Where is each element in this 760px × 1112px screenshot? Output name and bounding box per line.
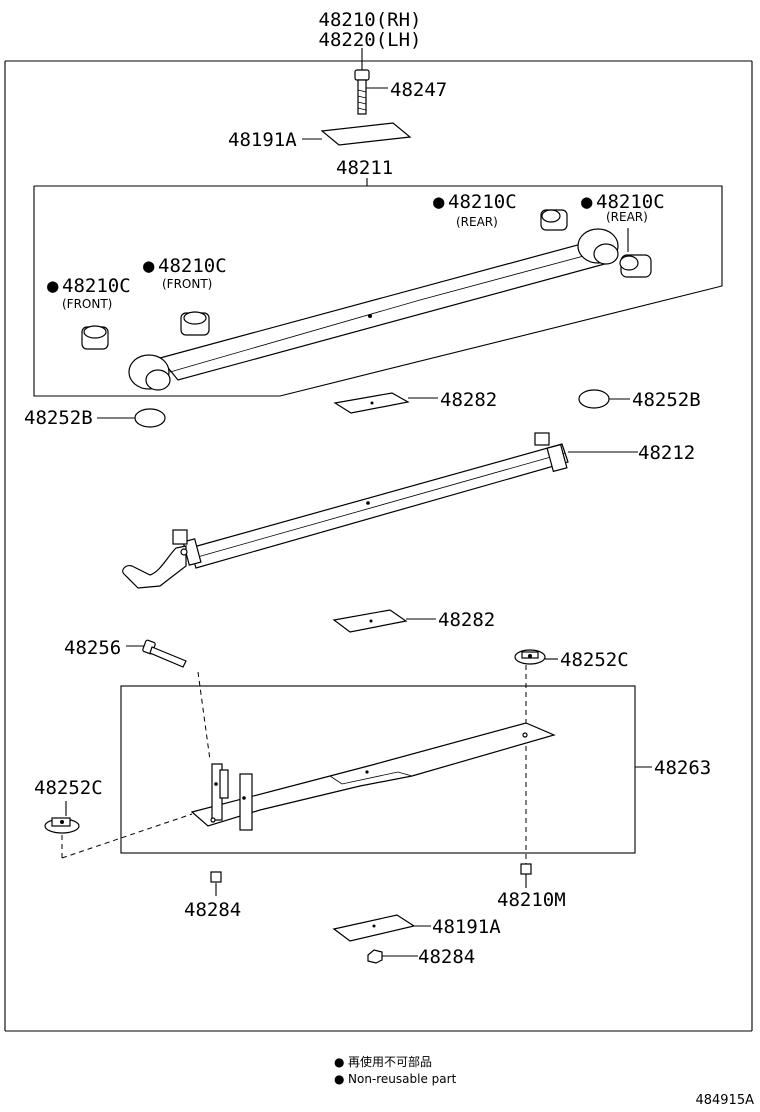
label-48282-upper: 48282 — [440, 389, 497, 411]
sublabel-front-1: (FRONT) — [62, 297, 112, 311]
label-48284-left: 48284 — [184, 899, 241, 921]
legend-bullet: ● — [334, 1055, 344, 1069]
plate-48191a-top-icon — [302, 122, 412, 146]
label-48252b-right: 48252B — [632, 389, 701, 411]
label-48210c-front-1: 48210C — [62, 275, 131, 297]
bolt-48247-icon — [354, 48, 388, 115]
bolt-48256-icon — [126, 639, 211, 761]
subassembly-frame-48263 — [120, 685, 636, 854]
legend-english: Non-reusable part — [348, 1072, 457, 1086]
sublabel-front-2: (FRONT) — [162, 277, 212, 291]
legend-bullet: ● — [334, 1072, 344, 1086]
label-48282-lower: 48282 — [438, 609, 495, 631]
legend-japanese: 再使用不可部品 — [348, 1054, 432, 1069]
label-48210c-front-2: 48210C — [158, 255, 227, 277]
bushing-front-1-icon — [81, 325, 109, 350]
insert-48282-lower-icon — [332, 609, 436, 633]
part-number-rh: 48210(RH) — [319, 9, 422, 31]
non-reusable-bullet: ● — [47, 275, 59, 297]
bushing-front-2-icon — [180, 311, 210, 336]
label-48252c-right: 48252C — [560, 649, 629, 671]
label-48211: 48211 — [336, 157, 393, 179]
non-reusable-bullet: ● — [143, 255, 155, 277]
subassembly-frame-48211 — [33, 185, 723, 397]
label-48210c-rear-2: 48210C — [596, 191, 665, 213]
part-number-lh: 48220(LH) — [319, 29, 422, 51]
bumper-48252c-left-icon — [44, 801, 193, 859]
bushing-rear-1-icon — [540, 209, 568, 231]
label-48210m: 48210M — [497, 889, 566, 911]
label-48191a-top: 48191A — [228, 129, 297, 151]
non-reusable-bullet: ● — [581, 191, 593, 213]
label-48191a-bottom: 48191A — [432, 916, 501, 938]
bumper-48252c-right-icon — [514, 649, 558, 864]
spring-leaf-48212-icon — [122, 432, 638, 589]
cap-48252b-right-icon — [578, 389, 630, 409]
label-48252c-left: 48252C — [34, 777, 103, 799]
bushing-rear-2-icon — [619, 228, 652, 278]
label-48263: 48263 — [654, 757, 711, 779]
label-48247: 48247 — [390, 79, 447, 101]
sublabel-rear-2: (REAR) — [606, 210, 648, 224]
spring-leaf-48263-icon — [190, 722, 556, 831]
plate-48191a-bottom-icon — [332, 914, 431, 942]
nut-48210m-icon — [520, 863, 532, 888]
nut-48284-left-icon — [210, 871, 222, 896]
sublabel-rear-1: (REAR) — [456, 215, 498, 229]
label-48210c-rear-1: 48210C — [448, 191, 517, 213]
label-48212: 48212 — [638, 442, 695, 464]
legend: ● 再使用不可部品 ● Non-reusable part — [334, 1054, 457, 1086]
leaf-spring-48211-icon — [128, 228, 619, 391]
label-48252b-left: 48252B — [24, 407, 93, 429]
cap-48252b-left-icon — [97, 408, 166, 428]
label-48284-bottom: 48284 — [418, 946, 475, 968]
label-48256: 48256 — [64, 637, 121, 659]
insert-48282-upper-icon — [333, 392, 438, 414]
nut-48284-bottom-icon — [367, 949, 418, 964]
non-reusable-bullet: ● — [433, 191, 445, 213]
assembly-frame — [4, 60, 753, 1032]
figure-id: 484915A — [695, 1093, 754, 1108]
